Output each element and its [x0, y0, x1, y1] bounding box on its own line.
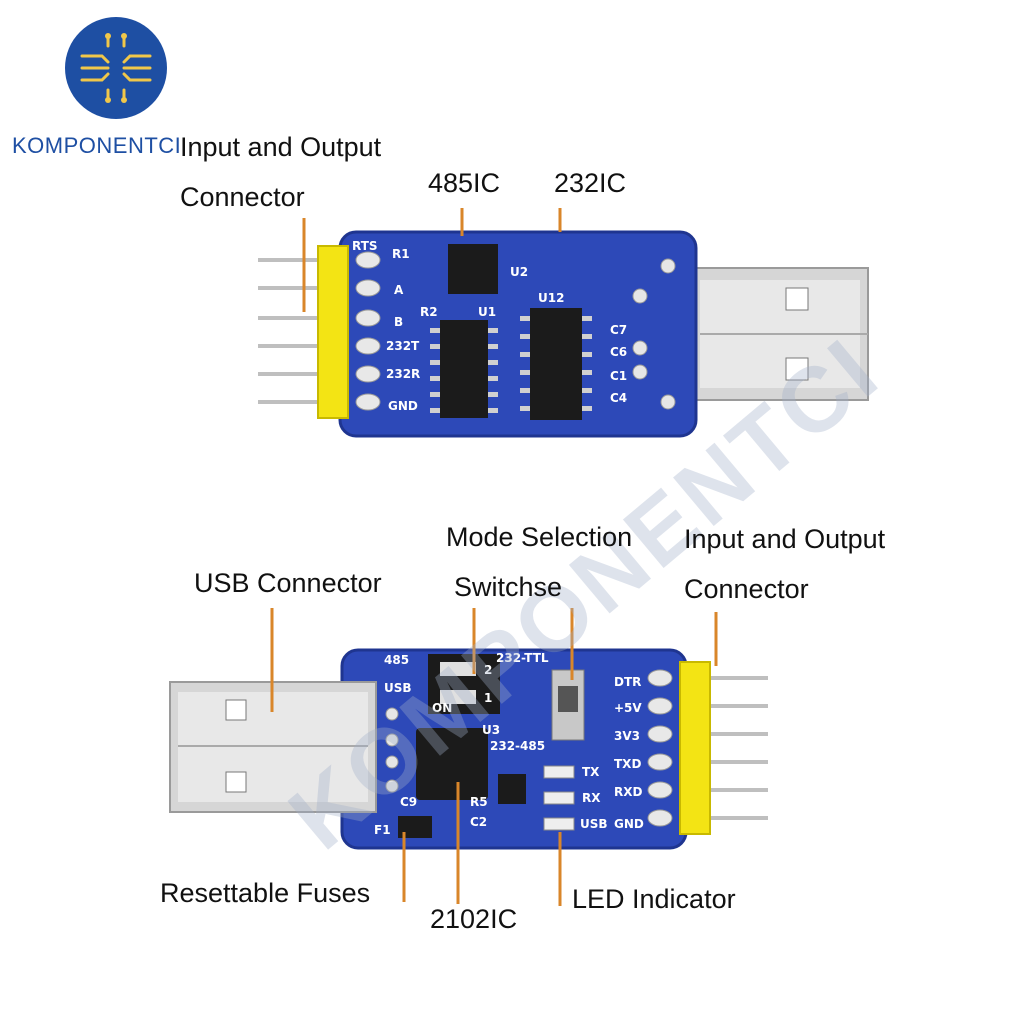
- silk-usb-led: USB: [580, 817, 608, 831]
- top-u1-chip: [440, 320, 488, 418]
- silk-u2: U2: [510, 265, 528, 279]
- label-485ic: 485IC: [428, 168, 501, 198]
- silk-u1: U1: [478, 305, 496, 319]
- silk-u3: U3: [482, 723, 500, 737]
- dip-switch-lever-1: [440, 662, 476, 676]
- label-top-io-connector-line2: Connector: [180, 182, 305, 212]
- silk-dip-2: 2: [484, 663, 492, 677]
- led-group: [543, 765, 575, 831]
- top-chip-legs: [430, 316, 592, 413]
- dip-switch-lever-2: [440, 690, 476, 704]
- label-resettable-fuses: Resettable Fuses: [160, 878, 371, 908]
- silk-232-485: 232-485: [490, 739, 545, 753]
- top-u2-chip: [448, 244, 498, 294]
- silk-485: 485: [384, 653, 409, 667]
- circuit-logo-icon: [65, 17, 167, 119]
- top-yellow-header: [317, 245, 349, 419]
- label-mode-selection-line1: Mode Selection: [446, 522, 633, 552]
- silk-rxd: RXD: [614, 785, 642, 799]
- bottom-leader-lines: [270, 608, 718, 906]
- silk-txd: TXD: [614, 757, 641, 771]
- silk-usb: USB: [384, 681, 412, 695]
- top-u12-chip: [530, 308, 582, 420]
- silk-232-ttl: 232-TTL: [496, 651, 549, 665]
- silk-c9: C9: [400, 795, 417, 809]
- label-bottom-io-connector-line2: Connector: [684, 574, 809, 604]
- slide-switch-knob: [558, 686, 578, 712]
- silk-gnd: GND: [614, 817, 644, 831]
- silk-232r: 232R: [386, 367, 420, 381]
- bottom-pads: [647, 669, 673, 827]
- r5-small-chip: [498, 774, 526, 804]
- label-led-indicator: LED Indicator: [572, 884, 736, 914]
- silk-a: A: [394, 283, 404, 297]
- resettable-fuse: [398, 816, 432, 838]
- silk-dip-1: 1: [484, 691, 492, 705]
- silk-r2: R2: [420, 305, 438, 319]
- silk-f1: F1: [374, 823, 391, 837]
- bottom-via-holes: [385, 707, 399, 793]
- top-pads: [355, 251, 381, 411]
- silk-c2: C2: [470, 815, 487, 829]
- silk-c1: C1: [610, 369, 627, 383]
- silk-b: B: [394, 315, 403, 329]
- label-232ic: 232IC: [554, 168, 627, 198]
- silk-r1: R1: [392, 247, 410, 261]
- top-leader-lines: [302, 208, 562, 312]
- silk-c6: C6: [610, 345, 627, 359]
- silk-rx: RX: [582, 791, 601, 805]
- top-usb-plug: [689, 267, 869, 401]
- cp2102-chip: [416, 728, 488, 800]
- label-usb-connector: USB Connector: [194, 568, 382, 598]
- brand-name: KOMPONENTCI: [12, 133, 182, 158]
- silk-232t: 232T: [386, 339, 420, 353]
- label-2102ic: 2102IC: [430, 904, 518, 934]
- bottom-header-pins: [700, 676, 768, 820]
- brand-logo: [64, 16, 168, 120]
- top-via-holes: [632, 258, 676, 410]
- top-board: RTS R1 A B 232T 232R GND R2 U1 U2 U12 C7…: [258, 208, 869, 438]
- bottom-yellow-header: [679, 661, 711, 835]
- silk-c7: C7: [610, 323, 627, 337]
- silk-rts: RTS: [352, 239, 378, 253]
- silk-5v: +5V: [614, 701, 642, 715]
- label-top-io-connector-line1: Input and Output: [180, 132, 382, 162]
- silk-u12: U12: [538, 291, 564, 305]
- silk-tx: TX: [582, 765, 600, 779]
- silk-c4: C4: [610, 391, 627, 405]
- silk-r5: R5: [470, 795, 488, 809]
- bottom-board: 485 USB ON 2 1 232-TTL U3 232-485 DTR +5…: [169, 608, 768, 906]
- label-bottom-io-connector-line1: Input and Output: [684, 524, 886, 554]
- silk-dtr: DTR: [614, 675, 641, 689]
- silk-gnd: GND: [388, 399, 418, 413]
- label-mode-selection-line2: Switchse: [454, 572, 563, 602]
- silk-3v3: 3V3: [614, 729, 640, 743]
- silk-on: ON: [432, 701, 452, 715]
